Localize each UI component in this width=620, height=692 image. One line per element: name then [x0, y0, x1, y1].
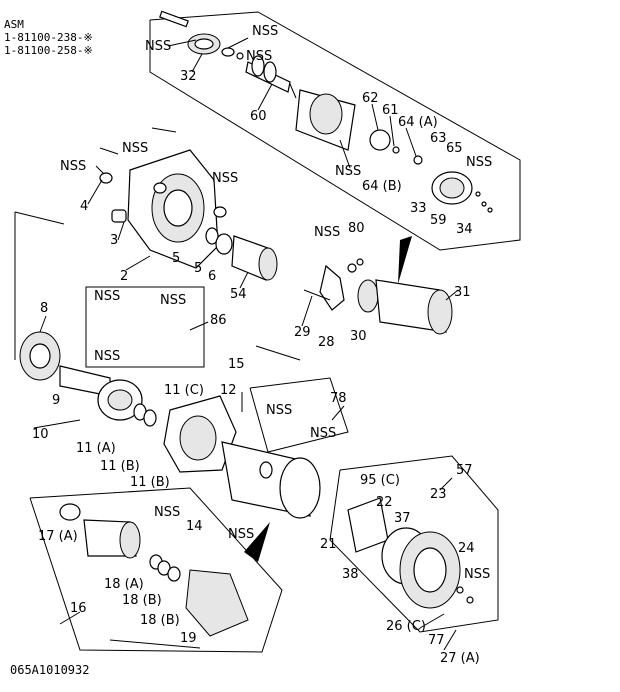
label-nss-housing: NSS: [212, 171, 238, 186]
label-31: 31: [454, 285, 471, 300]
label-nss-65: NSS: [466, 155, 492, 170]
label-10: 10: [32, 427, 49, 442]
label-5a: 5: [172, 251, 180, 266]
left-bracket-lines: [14, 211, 301, 361]
label-32: 32: [180, 69, 197, 84]
pinion-parts: [59, 503, 249, 637]
label-30: 30: [350, 329, 367, 344]
label-5b: 5: [194, 261, 202, 276]
label-22: 22: [376, 495, 393, 510]
label-61: 61: [382, 103, 399, 118]
label-59: 59: [430, 213, 447, 228]
label-nss-top-a: NSS: [252, 24, 278, 39]
label-16: 16: [70, 601, 87, 616]
label-95c: 95 (C): [360, 473, 400, 488]
label-17a: 17 (A): [38, 529, 78, 544]
label-nss-86a: NSS: [94, 289, 120, 304]
label-nss-24: NSS: [464, 567, 490, 582]
label-15: 15: [228, 357, 245, 372]
brush-holder-and-end-frame: [347, 497, 474, 609]
label-nss-14b: NSS: [228, 527, 254, 542]
label-18b-2: 18 (B): [140, 613, 180, 628]
asm-label: ASM: [4, 18, 24, 31]
label-3: 3: [110, 233, 118, 248]
label-37: 37: [394, 511, 411, 526]
label-18a: 18 (A): [104, 577, 144, 592]
label-28: 28: [318, 335, 335, 350]
diagram-code: 065A1010932: [10, 663, 89, 677]
label-26c: 26 (C): [386, 619, 426, 634]
label-64a: 64 (A): [398, 115, 438, 130]
drive-shaft-parts: [19, 331, 157, 427]
label-60: 60: [250, 109, 267, 124]
label-24: 24: [458, 541, 475, 556]
label-11b-2: 11 (B): [130, 475, 170, 490]
label-nss-78b: NSS: [310, 426, 336, 441]
label-65: 65: [446, 141, 463, 156]
label-64b: 64 (B): [362, 179, 402, 194]
label-4: 4: [80, 199, 88, 214]
front-housing: [99, 127, 227, 269]
rear-cover-group-frame: [149, 11, 521, 251]
label-nss-14a: NSS: [154, 505, 180, 520]
label-14: 14: [186, 519, 203, 534]
label-nss-bolts: NSS: [122, 141, 148, 156]
clutch-assembly: [205, 227, 278, 281]
label-nss-86b: NSS: [160, 293, 186, 308]
label-nss-78a: NSS: [266, 403, 292, 418]
center-bracket-and-yoke: [163, 392, 321, 562]
asm-number-1: 1-81100-238-※: [4, 31, 93, 44]
label-38: 38: [342, 567, 359, 582]
label-34: 34: [456, 222, 473, 237]
label-86: 86: [210, 313, 227, 328]
label-nss-4: NSS: [60, 159, 86, 174]
label-11c: 11 (C): [164, 383, 204, 398]
field-coil-terminal-frame: [249, 377, 349, 453]
label-nss-mid: NSS: [335, 164, 361, 179]
label-21: 21: [320, 537, 337, 552]
pinion-group-frame: [29, 487, 283, 653]
label-63: 63: [430, 131, 447, 146]
label-nss-top-b: NSS: [246, 49, 272, 64]
label-9: 9: [52, 393, 60, 408]
label-nss-32: NSS: [145, 39, 171, 54]
label-11b-1: 11 (B): [100, 459, 140, 474]
label-nss-86c: NSS: [94, 349, 120, 364]
label-12: 12: [220, 383, 237, 398]
label-2: 2: [120, 269, 128, 284]
label-33: 33: [410, 201, 427, 216]
label-8: 8: [40, 301, 48, 316]
solenoid-switch-group-frame: [85, 286, 205, 368]
top-parts: [159, 10, 493, 213]
label-nss-80: NSS: [314, 225, 340, 240]
label-29: 29: [294, 325, 311, 340]
label-62: 62: [362, 91, 379, 106]
leader-lines: [33, 37, 459, 651]
label-77: 77: [428, 633, 445, 648]
label-78: 78: [330, 391, 347, 406]
label-6: 6: [208, 269, 216, 284]
label-27a: 27 (A): [440, 651, 480, 666]
label-19: 19: [180, 631, 197, 646]
label-54: 54: [230, 287, 247, 302]
label-18b-1: 18 (B): [122, 593, 162, 608]
asm-number-2: 1-81100-258-※: [4, 44, 93, 57]
solenoid-assembly: [303, 236, 453, 335]
label-57: 57: [456, 463, 473, 478]
label-80: 80: [348, 221, 365, 236]
label-11a: 11 (A): [76, 441, 116, 456]
label-23: 23: [430, 487, 447, 502]
commutator-end-frame-group: [329, 455, 499, 633]
